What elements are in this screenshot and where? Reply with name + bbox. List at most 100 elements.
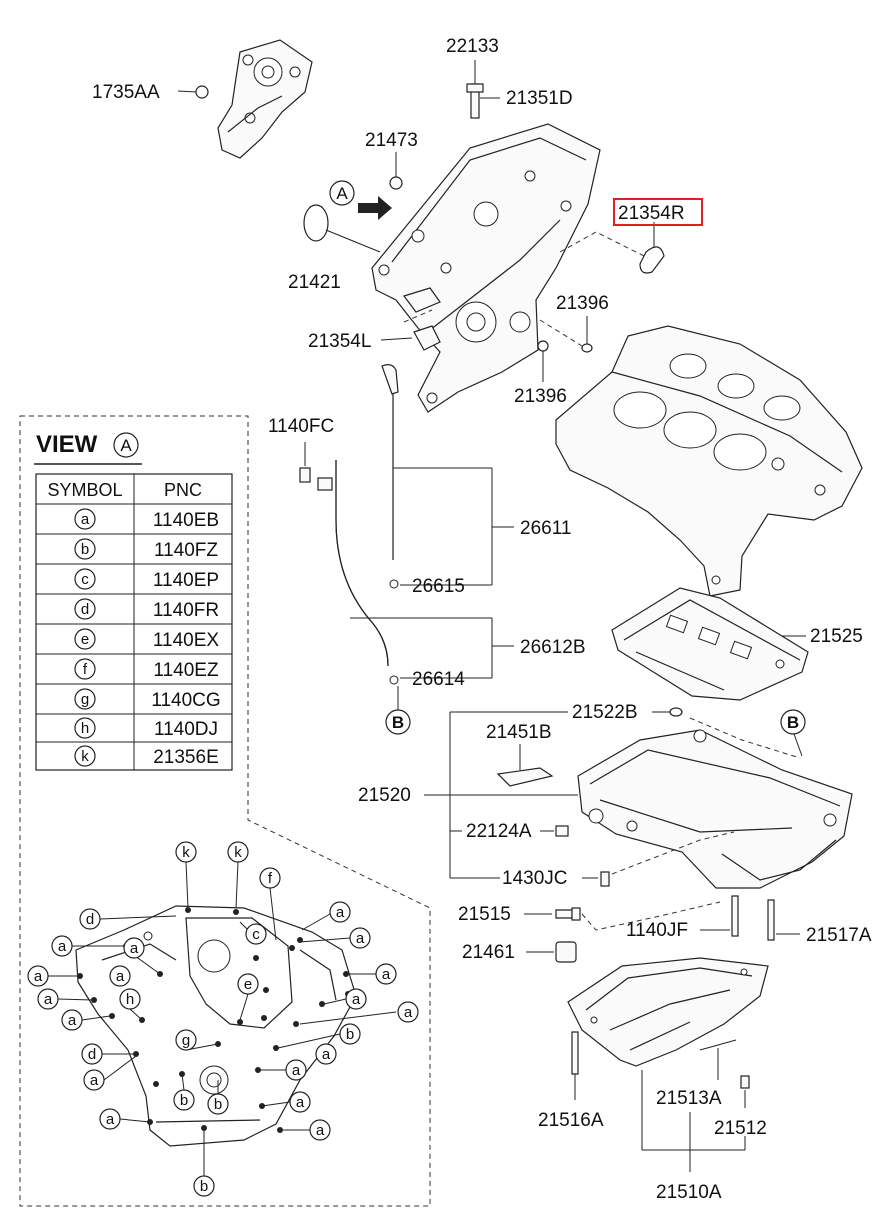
table-symbol: d bbox=[81, 601, 89, 618]
part-label-21354l[interactable]: 21354L bbox=[308, 331, 371, 352]
part-label-1140fc[interactable]: 1140FC bbox=[268, 416, 334, 437]
callout-a[interactable]: a bbox=[106, 1111, 115, 1128]
bolt-21516a-icon bbox=[571, 1031, 579, 1075]
part-label-21515[interactable]: 21515 bbox=[458, 904, 511, 925]
upper-oil-pan-drawing bbox=[577, 729, 853, 889]
table-symbol: k bbox=[81, 748, 89, 765]
callout-a[interactable]: a bbox=[356, 930, 365, 947]
part-label-26615[interactable]: 26615 bbox=[412, 576, 465, 597]
part-label-21354r[interactable]: 21354R bbox=[618, 203, 685, 224]
callout-a[interactable]: a bbox=[68, 1012, 77, 1029]
highlight-box-21354r bbox=[613, 198, 703, 226]
part-label-26612b[interactable]: 26612B bbox=[520, 637, 586, 658]
table-pnc[interactable]: 1140EX bbox=[153, 630, 220, 651]
callout-c[interactable]: c bbox=[252, 926, 260, 943]
part-label-21396-bottom[interactable]: 21396 bbox=[514, 386, 567, 407]
view-a-arrow bbox=[329, 180, 392, 220]
callout-b[interactable]: b bbox=[346, 1026, 354, 1043]
callout-a[interactable]: a bbox=[296, 1094, 305, 1111]
part-label-26614[interactable]: 26614 bbox=[412, 669, 465, 690]
callout-a[interactable]: a bbox=[44, 991, 53, 1008]
part-label-21516a[interactable]: 21516A bbox=[538, 1110, 604, 1131]
oil-seal-21421-icon bbox=[303, 204, 329, 242]
table-pnc[interactable]: 1140EB bbox=[153, 510, 219, 531]
part-label-21520[interactable]: 21520 bbox=[358, 785, 411, 806]
callout-b[interactable]: b bbox=[200, 1178, 208, 1195]
callout-a[interactable]: a bbox=[316, 1122, 325, 1139]
callout-a[interactable]: a bbox=[34, 968, 43, 985]
callout-f[interactable]: f bbox=[268, 870, 273, 887]
table-pnc[interactable]: 1140DJ bbox=[154, 719, 218, 740]
part-label-26611[interactable]: 26611 bbox=[520, 518, 571, 539]
part-21451b-icon bbox=[496, 767, 554, 787]
nut-21473-icon bbox=[389, 176, 403, 190]
table-row: d 1140FR bbox=[74, 598, 219, 621]
ladder-frame-drawing bbox=[611, 587, 809, 701]
table-row: g 1140CG bbox=[74, 688, 221, 711]
part-label-1140jf[interactable]: 1140JF bbox=[626, 920, 688, 941]
table-row: c 1140EP bbox=[74, 568, 219, 591]
part-label-22133[interactable]: 22133 bbox=[446, 36, 499, 57]
table-row: e 1140EX bbox=[74, 628, 220, 651]
part-label-21473[interactable]: 21473 bbox=[365, 130, 418, 151]
part-label-21517a[interactable]: 21517A bbox=[806, 925, 872, 946]
part-label-21451b[interactable]: 21451B bbox=[486, 722, 552, 743]
part-label-21512[interactable]: 21512 bbox=[714, 1118, 767, 1139]
table-symbol: a bbox=[81, 511, 90, 528]
table-row: k 21356E bbox=[74, 745, 219, 768]
part-label-21461[interactable]: 21461 bbox=[462, 942, 515, 963]
table-pnc[interactable]: 1140FZ bbox=[154, 540, 218, 561]
callout-a[interactable]: a bbox=[352, 991, 361, 1008]
callout-a[interactable]: a bbox=[58, 938, 67, 955]
part-label-21525[interactable]: 21525 bbox=[810, 626, 863, 647]
ref-b-oilpan-marker[interactable]: B bbox=[787, 713, 799, 732]
table-pnc[interactable]: 1140EP bbox=[153, 570, 219, 591]
callout-a[interactable]: a bbox=[322, 1046, 331, 1063]
bolt-21517a-icon bbox=[767, 899, 775, 941]
callout-d[interactable]: d bbox=[88, 1046, 96, 1063]
callout-b[interactable]: b bbox=[214, 1096, 222, 1113]
dipstick-drawing bbox=[299, 364, 399, 685]
part-label-21522b[interactable]: 21522B bbox=[572, 702, 638, 723]
callout-a[interactable]: a bbox=[336, 904, 345, 921]
table-pnc[interactable]: 21356E bbox=[153, 747, 219, 768]
callout-a[interactable]: a bbox=[292, 1062, 301, 1079]
table-pnc[interactable]: 1140CG bbox=[151, 690, 220, 711]
ref-b-dipstick-circle bbox=[385, 709, 411, 735]
table-pnc[interactable]: 1140FR bbox=[153, 600, 219, 621]
part-label-21351d[interactable]: 21351D bbox=[506, 88, 573, 109]
callout-a[interactable]: a bbox=[116, 968, 125, 985]
oring-21522b-icon bbox=[669, 707, 683, 717]
table-symbol: e bbox=[81, 631, 89, 648]
bolt-1735aa-icon bbox=[195, 85, 209, 99]
callout-a[interactable]: a bbox=[90, 1072, 99, 1089]
plug-22124a-icon bbox=[555, 825, 569, 837]
callout-a[interactable]: a bbox=[404, 1004, 413, 1021]
bolt-21512-icon bbox=[740, 1075, 750, 1089]
part-label-22124a[interactable]: 22124A bbox=[466, 821, 532, 842]
callout-h[interactable]: h bbox=[126, 991, 134, 1008]
part-label-21396-top[interactable]: 21396 bbox=[556, 293, 609, 314]
callout-d[interactable]: d bbox=[86, 911, 94, 928]
part-label-21513a[interactable]: 21513A bbox=[656, 1088, 722, 1109]
table-symbol: g bbox=[81, 691, 89, 708]
part-label-1430jc[interactable]: 1430JC bbox=[502, 868, 568, 889]
callout-k[interactable]: k bbox=[234, 844, 242, 861]
cylinder-block-drawing bbox=[555, 325, 863, 597]
callout-k[interactable]: k bbox=[182, 844, 190, 861]
table-symbol: h bbox=[81, 720, 89, 737]
callout-a[interactable]: a bbox=[130, 940, 139, 957]
table-pnc[interactable]: 1140EZ bbox=[153, 660, 219, 681]
part-label-1735aa[interactable]: 1735AA bbox=[92, 82, 160, 103]
callout-a[interactable]: a bbox=[382, 966, 391, 983]
part-label-21421[interactable]: 21421 bbox=[288, 272, 341, 293]
callout-b[interactable]: b bbox=[180, 1092, 188, 1109]
table-row: f 1140EZ bbox=[74, 658, 219, 681]
callout-g[interactable]: g bbox=[182, 1032, 190, 1049]
view-a-callouts: k k f d a a a c a a a a e bbox=[27, 841, 419, 1197]
view-a-marker[interactable]: A bbox=[336, 184, 348, 203]
callout-e[interactable]: e bbox=[244, 976, 252, 993]
part-label-21510a[interactable]: 21510A bbox=[656, 1182, 722, 1203]
ref-b-dipstick-marker[interactable]: B bbox=[392, 713, 404, 732]
